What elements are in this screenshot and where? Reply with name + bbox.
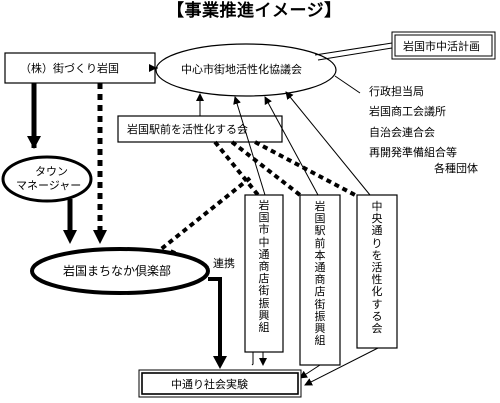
link-label: 連携 — [213, 257, 235, 270]
naka-union-to-council-arrow — [233, 96, 266, 196]
naka-assoc-to-experiment-arrow — [304, 347, 379, 386]
station-to-naka-assoc-dotted — [254, 140, 356, 197]
experiment-box-inner — [141, 372, 299, 395]
corp-box — [4, 52, 156, 84]
corp-to-club-arrowhead — [93, 230, 107, 244]
station-assoc-box — [117, 115, 283, 143]
naka-union-label: 岩国市中通商店街振興組 — [258, 199, 270, 335]
diagram-title: 【事業推進イメージ】 — [167, 1, 342, 21]
station-to-naka-union-dotted — [213, 140, 260, 197]
plan-box — [391, 31, 496, 60]
ekimae-union-box — [299, 194, 341, 366]
naka-union-box — [244, 194, 284, 353]
town-manager-ellipse — [1, 155, 93, 203]
experiment-box — [138, 369, 302, 398]
member-item: 各種団体 — [434, 162, 478, 175]
manager-to-club-arrowhead — [63, 230, 77, 244]
naka-assoc-label: 中央通りを活性化する会 — [371, 200, 383, 336]
naka-union-to-club-dotted — [158, 176, 252, 252]
town-manager-label-1: タウン — [35, 165, 68, 178]
ekimae-union-to-council-arrow — [264, 96, 319, 196]
plan-link-line-a — [314, 42, 393, 56]
council-label: 中心市街地活性化協議会 — [181, 63, 302, 76]
ekimae-to-experiment-arrow — [299, 364, 321, 379]
members-link-line — [334, 75, 361, 94]
town-manager-label-2: マネージャー — [16, 179, 82, 192]
plan-label: 岩国市中活計画 — [403, 40, 480, 53]
station-assoc-label: 岩国駅前を活性化する会 — [127, 123, 248, 136]
club-to-experiment-line — [208, 277, 222, 356]
club-to-experiment-arrowhead — [213, 356, 227, 369]
member-item: 岩国商工会議所 — [369, 105, 446, 118]
naka-assoc-box — [356, 194, 398, 349]
member-item: 自治会連合会 — [369, 126, 435, 139]
experiment-label: 中通り社会実験 — [171, 378, 248, 391]
club-label: 岩国まちなか倶楽部 — [63, 264, 172, 278]
member-item: 再開発準備組合等 — [369, 146, 457, 159]
club-ellipse — [30, 247, 210, 295]
ekimae-union-label: 岩国駅前本通商店街振興組 — [314, 200, 326, 348]
naka-assoc-to-council-arrow — [285, 91, 371, 196]
plan-link-line-b — [317, 47, 393, 61]
member-item: 行政担当局 — [369, 85, 424, 98]
plan-box-inner — [394, 34, 493, 57]
corp-label: （株）街づくり岩国 — [20, 62, 119, 75]
